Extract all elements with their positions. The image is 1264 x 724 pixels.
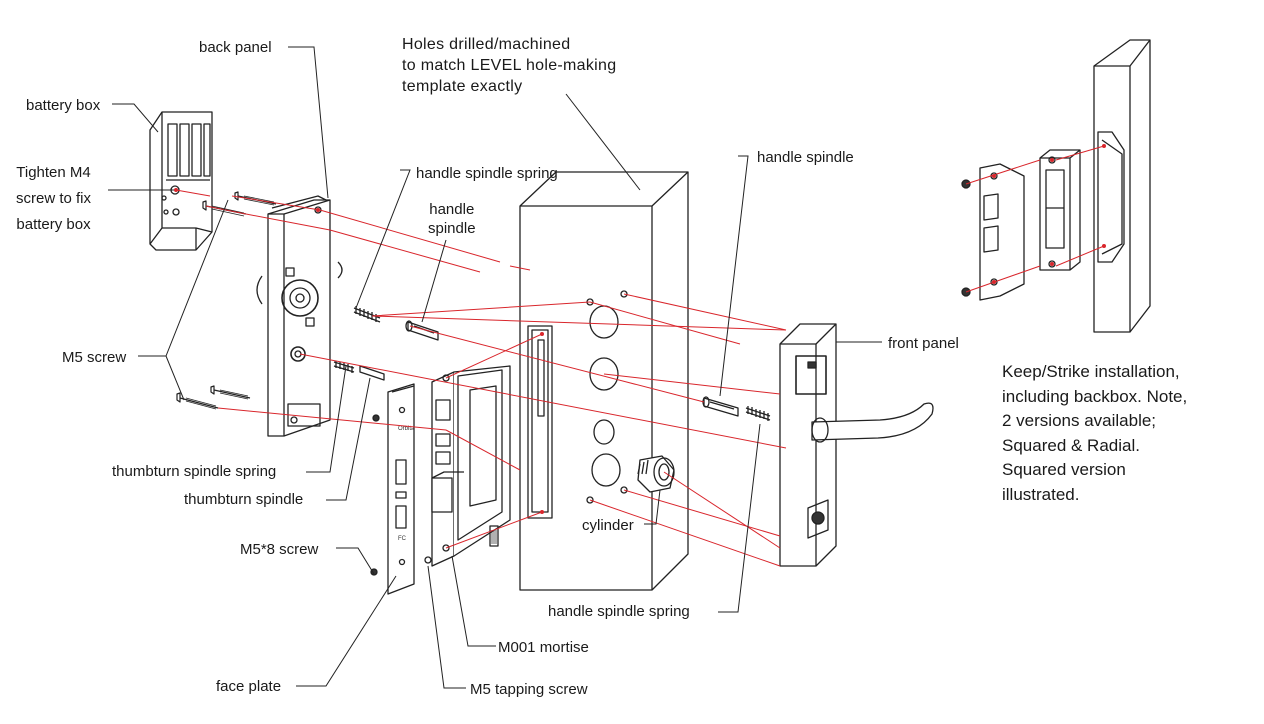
handle-spindle-spring-left [353,306,381,323]
label-m5-tapping-screw: M5 tapping screw [470,681,588,698]
label-cylinder: cylinder [582,517,634,534]
keep-box [1039,149,1081,271]
thumbturn-spindle [359,365,385,381]
svg-text:FC: FC [398,536,407,542]
label-holes-line-3: template exactly [402,78,523,95]
label-holes-note: Holes drilled/machined to match LEVEL ho… [402,34,616,97]
handle-spindle-spring-right [745,406,771,421]
label-back-panel: back panel [199,39,272,56]
label-handle-spindle-spring-top: handle spindle spring [416,165,558,182]
svg-text:Orbita: Orbita [398,426,415,432]
label-tighten-m4: Tighten M4 screw to fix battery box [16,160,91,238]
label-holes-line-2: to match LEVEL hole-making [402,57,617,74]
keep-note-line-3: 2 versions available; [1002,411,1157,430]
keep-note-line-6: illustrated. [1002,484,1080,504]
keep-strike-note: Keep/Strike installation, including back… [1002,360,1187,507]
label-m5x8-screw: M5*8 screw [240,541,319,558]
back-panel [256,195,343,437]
label-tighten-line-1: Tighten M4 [16,164,91,181]
label-face-plate: face plate [216,678,282,695]
label-handle-spindle-mid-2: spindle [428,220,476,237]
label-front-panel: front panel [888,335,959,352]
label-battery-box: battery box [26,97,101,114]
handle-spindle-left [405,320,439,341]
label-handle-spindle-mid-1: handle [429,201,475,218]
keep-note-line-2: including backbox. Note, [1002,386,1188,406]
label-thumbturn-spindle: thumbturn spindle [184,491,304,508]
m001-mortise [424,365,511,567]
label-holes-line-1: Holes drilled/machined [402,36,571,53]
label-tighten-line-3: battery box [16,216,91,233]
label-handle-spindle-mid: handle spindle [428,200,476,238]
thumbturn-spindle-spring [333,361,355,373]
front-panel [779,323,934,567]
keep-note-line-4: Squared & Radial. [1002,435,1140,455]
keep-strike-backbox [1093,39,1151,333]
face-plate: Orbita FC [370,383,415,595]
battery-box [149,111,213,251]
label-m5-screw: M5 screw [62,349,127,366]
label-handle-spindle-right: handle spindle [757,149,854,166]
leader-lines [108,46,882,689]
cylinder [637,455,675,493]
keep-note-line-1: Keep/Strike installation, [1002,362,1180,381]
guide-dots [174,144,1106,514]
alignment-guides [175,145,1105,567]
label-thumbturn-spindle-spring: thumbturn spindle spring [112,463,277,480]
keep-note-line-5: Squared version [1002,460,1126,479]
handle-spindle-right [702,396,739,417]
strike-plate [961,163,1025,301]
label-m001-mortise: M001 mortise [498,639,589,656]
label-handle-spindle-spring-bottom: handle spindle spring [548,603,690,620]
label-tighten-line-2: screw to fix [16,190,92,207]
